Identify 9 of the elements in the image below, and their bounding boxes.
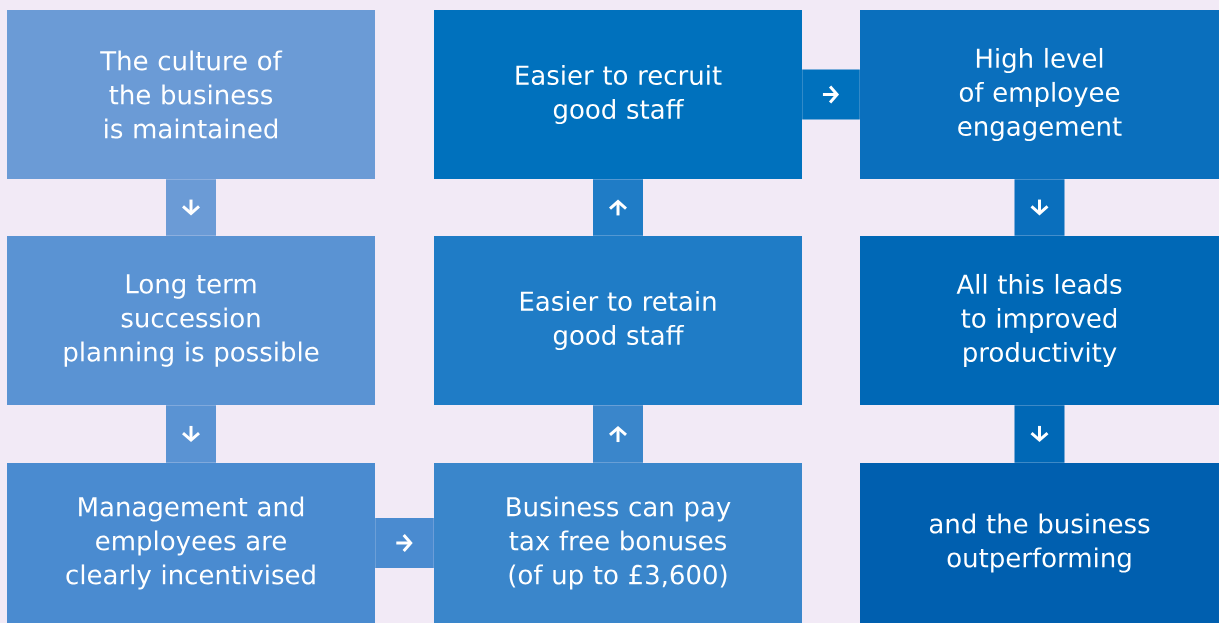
text-box: Management and employees are clearly incentivised bbox=[7, 463, 375, 623]
text-box: All this leads to improved productivity bbox=[860, 236, 1219, 405]
text-box: Easier to recruit good staff bbox=[434, 10, 802, 179]
text-box: High level of employee engagement bbox=[860, 10, 1219, 179]
text-box: Business can pay tax free bonuses (of up to £3,600) bbox=[434, 463, 802, 623]
text-box: The culture of the business is maintained bbox=[7, 10, 375, 179]
text-box: and the business outperforming bbox=[860, 463, 1219, 623]
text-box: Easier to retain good staff bbox=[434, 236, 802, 405]
text-box: Long term succession planning is possible bbox=[7, 236, 375, 405]
